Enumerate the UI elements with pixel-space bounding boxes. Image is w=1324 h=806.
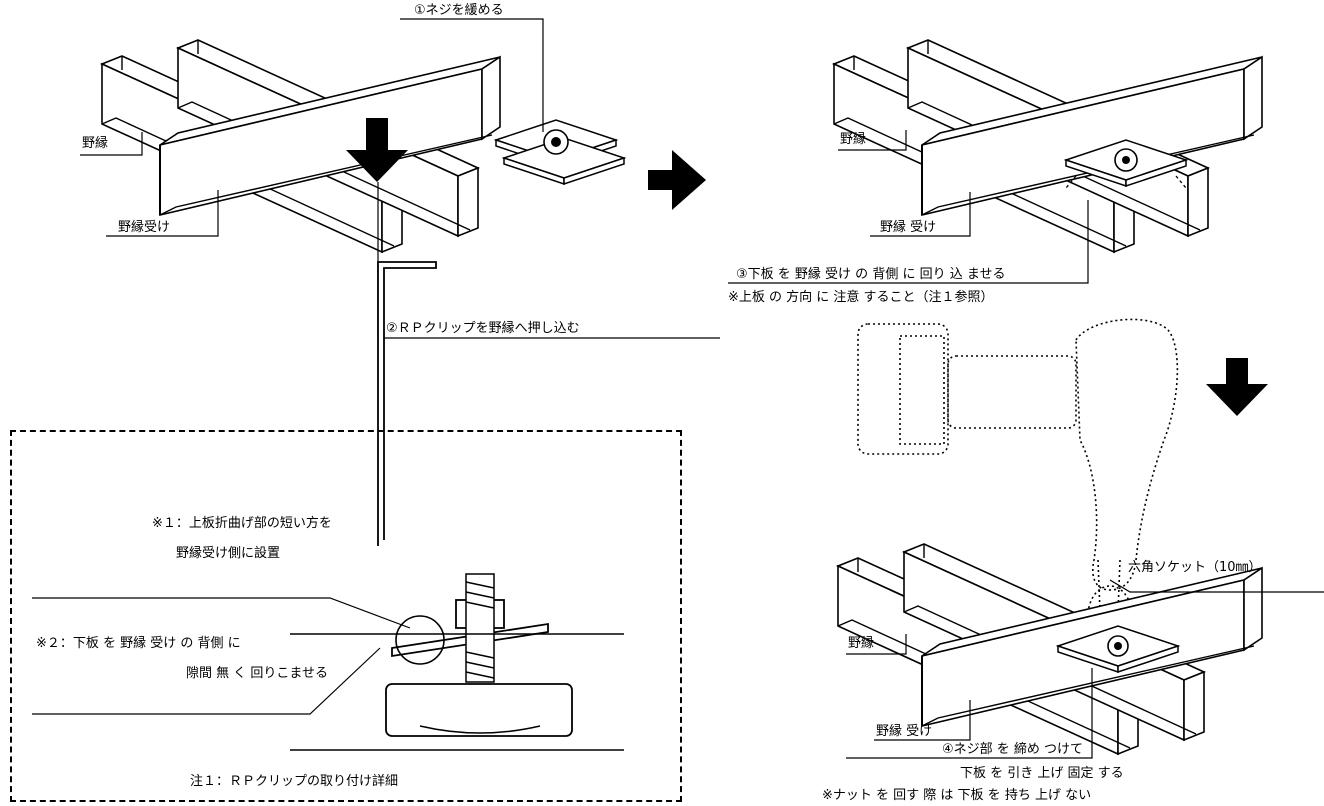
step3-callout-socket: 六角ソケット（10㎜）	[1128, 560, 1262, 575]
step2-callout-wrap: ③下板 を 野縁 受け の 背側 に 回り 込 ませる	[736, 267, 1006, 282]
detail-note1-line2: 野縁受け側に設置	[176, 546, 281, 561]
step1-label-nobuchi-uke: 野縁受け	[118, 220, 171, 235]
step3-label-nobuchi-uke: 野縁 受け	[876, 724, 933, 739]
step3-note-nut: ※ナット を 回す 際 は 下板 を 持ち 上げ ない	[822, 788, 1092, 803]
rp-clip-installed	[1065, 139, 1187, 189]
step1-label-nobuchi: 野縁	[82, 136, 109, 151]
rp-clip-loose	[495, 119, 625, 185]
leader-line	[728, 200, 1089, 284]
detail-note2-line1: ※２：下板 を 野縁 受け の 背側 に	[36, 636, 241, 651]
step3-callout-tighten: ④ネジ部 を 締め つけて	[942, 742, 1084, 757]
step2-note-direction: ※上板 の 方向 に 注意 すること（注１参照）	[728, 290, 994, 305]
fold-highlight-circle	[395, 615, 445, 665]
step2-label-nobuchi: 野縁	[840, 132, 867, 147]
step2-label-nobuchi-uke: 野縁 受け	[880, 220, 937, 235]
step1-figure	[80, 18, 720, 339]
leader-line	[106, 190, 219, 237]
leader-line	[1109, 579, 1324, 593]
step3-label-nobuchi: 野縁	[848, 636, 875, 651]
upper-plate-fold	[377, 261, 437, 546]
step1-callout-push: ②ＲＰクリップを野縁へ押し込む	[386, 321, 580, 336]
leader-line	[32, 597, 411, 629]
bolt-thread	[465, 573, 495, 683]
step2-figure	[728, 39, 1263, 284]
rp-clip-fixed	[1057, 625, 1179, 673]
push-down-arrow-icon	[346, 118, 408, 182]
step1-callout-loosen: ①ネジを緩める	[414, 3, 504, 18]
leader-line	[400, 18, 544, 132]
detail-caption: 注１：ＲＰクリップの取り付け詳細	[190, 774, 399, 789]
detail-note2-line2: 隙間 無 く 回りこませる	[186, 666, 329, 681]
detail-note1-line1: ※１：上板折曲げ部の短い方を	[152, 516, 332, 531]
leader-line	[32, 647, 381, 715]
leader-line	[838, 130, 907, 151]
leader-line	[80, 132, 143, 156]
next-step-arrow-icon	[648, 150, 706, 210]
lower-plate	[385, 683, 573, 737]
detail-frame	[10, 430, 682, 802]
leader-line	[874, 700, 971, 741]
down-step-arrow-icon	[1206, 358, 1268, 416]
leader-line	[846, 634, 907, 655]
step3-figure	[837, 318, 1324, 759]
leader-line	[846, 668, 1093, 759]
step3-callout-fix: 下板 を 引き 上げ 固定 する	[960, 766, 1124, 781]
detail-figure	[32, 261, 624, 751]
leader-line	[870, 192, 971, 237]
